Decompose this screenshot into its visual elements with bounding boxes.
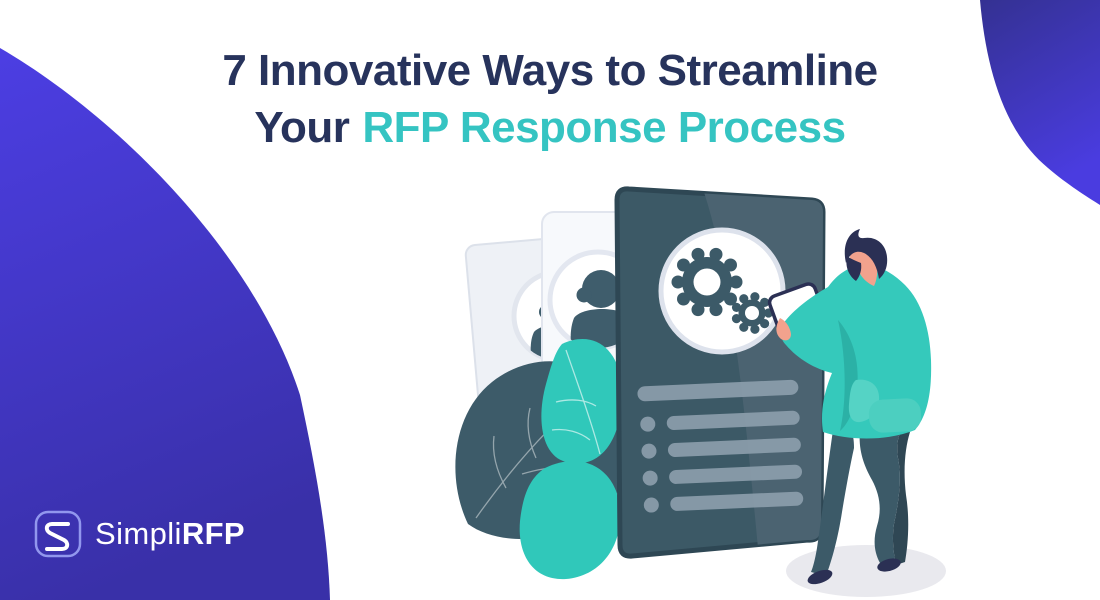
document-card-front <box>614 186 826 559</box>
card-text-lines <box>637 379 804 513</box>
title-line-1: 7 Innovative Ways to Streamline <box>222 46 878 95</box>
purple-blob-top-right <box>980 0 1100 205</box>
sweater <box>780 264 932 439</box>
brand-name: SimpliRFP <box>95 516 245 552</box>
person-with-tablet <box>767 229 932 585</box>
leaf-blob-teal <box>519 461 621 580</box>
title-line-2-dark: Your <box>254 103 350 152</box>
purple-blob-left <box>0 48 330 600</box>
leaf-teal <box>541 339 623 464</box>
brand-name-bold: RFP <box>181 516 246 551</box>
brand-logo: SimpliRFP <box>34 510 245 558</box>
title-line-2-highlight: RFP Response Process <box>362 103 846 152</box>
brand-name-regular: Simpli <box>95 516 182 551</box>
shoe-right <box>877 558 901 572</box>
hand <box>776 318 791 341</box>
hair <box>844 229 888 279</box>
ground-shadow <box>786 545 946 597</box>
simplirfp-s-icon <box>34 510 82 558</box>
beard <box>846 256 862 281</box>
gears-icon <box>658 227 786 355</box>
shoe-left <box>807 569 833 585</box>
